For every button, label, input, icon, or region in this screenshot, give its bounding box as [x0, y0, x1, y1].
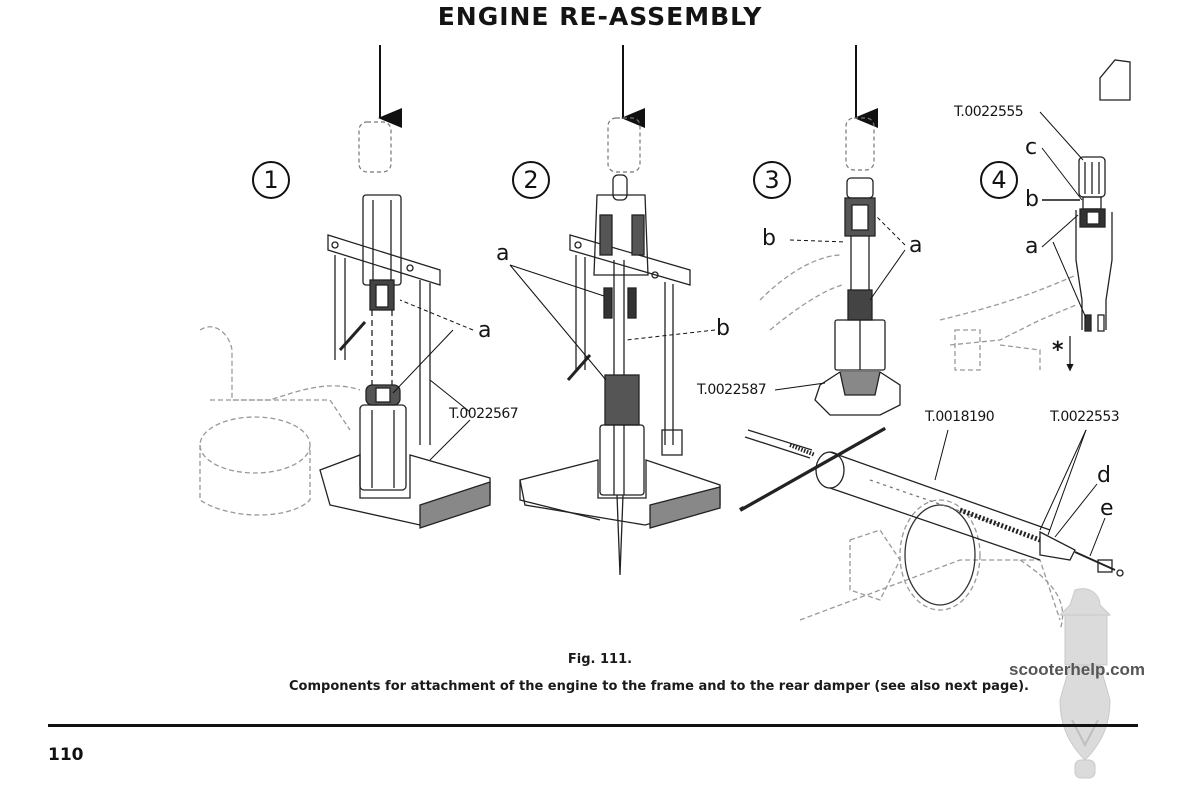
footer-divider	[48, 724, 1138, 727]
step-number-1: 1	[252, 161, 290, 199]
panel-2-drawing	[519, 174, 721, 576]
label-lower-e: e	[1100, 496, 1114, 521]
watermark-text: scooterhelp.com	[1009, 660, 1146, 679]
figure-caption: Components for attachment of the engine …	[289, 679, 1029, 694]
label-3-a: a	[909, 233, 923, 258]
label-4-asterisk: *	[1052, 338, 1064, 363]
leader-lines	[392, 111, 1106, 557]
lower-assembly-drawing	[739, 423, 1124, 631]
step-number-3: 3	[753, 161, 791, 199]
step-number-2: 2	[512, 161, 550, 199]
watermark-scooter-icon	[1058, 588, 1112, 779]
label-4-a: a	[1025, 234, 1039, 259]
label-4-c: c	[1025, 135, 1038, 160]
panel-1-drawing	[199, 194, 491, 529]
panel-3-drawing	[759, 177, 901, 416]
page-number: 110	[48, 745, 84, 765]
label-lower-d: d	[1097, 463, 1111, 488]
tool-code-3: T.0022587	[697, 382, 767, 398]
tool-code-1: T.0022567	[449, 406, 519, 422]
page-title: ENGINE RE-ASSEMBLY	[437, 2, 763, 31]
label-3-b: b	[762, 226, 776, 251]
label-1-a: a	[478, 318, 492, 343]
dashed-caps	[358, 117, 875, 173]
label-2-b: b	[716, 316, 730, 341]
figure-number: Fig. 111.	[567, 652, 633, 667]
tool-code-lower-1: T.0018190	[925, 409, 995, 425]
step-number-4: 4	[980, 161, 1018, 199]
tool-code-4: T.0022555	[954, 104, 1024, 120]
label-2-a: a	[496, 241, 510, 266]
label-4-b: b	[1025, 187, 1039, 212]
tool-code-lower-2: T.0022553	[1050, 409, 1120, 425]
press-arrows	[378, 45, 878, 128]
panel-4-drawing	[939, 59, 1131, 372]
